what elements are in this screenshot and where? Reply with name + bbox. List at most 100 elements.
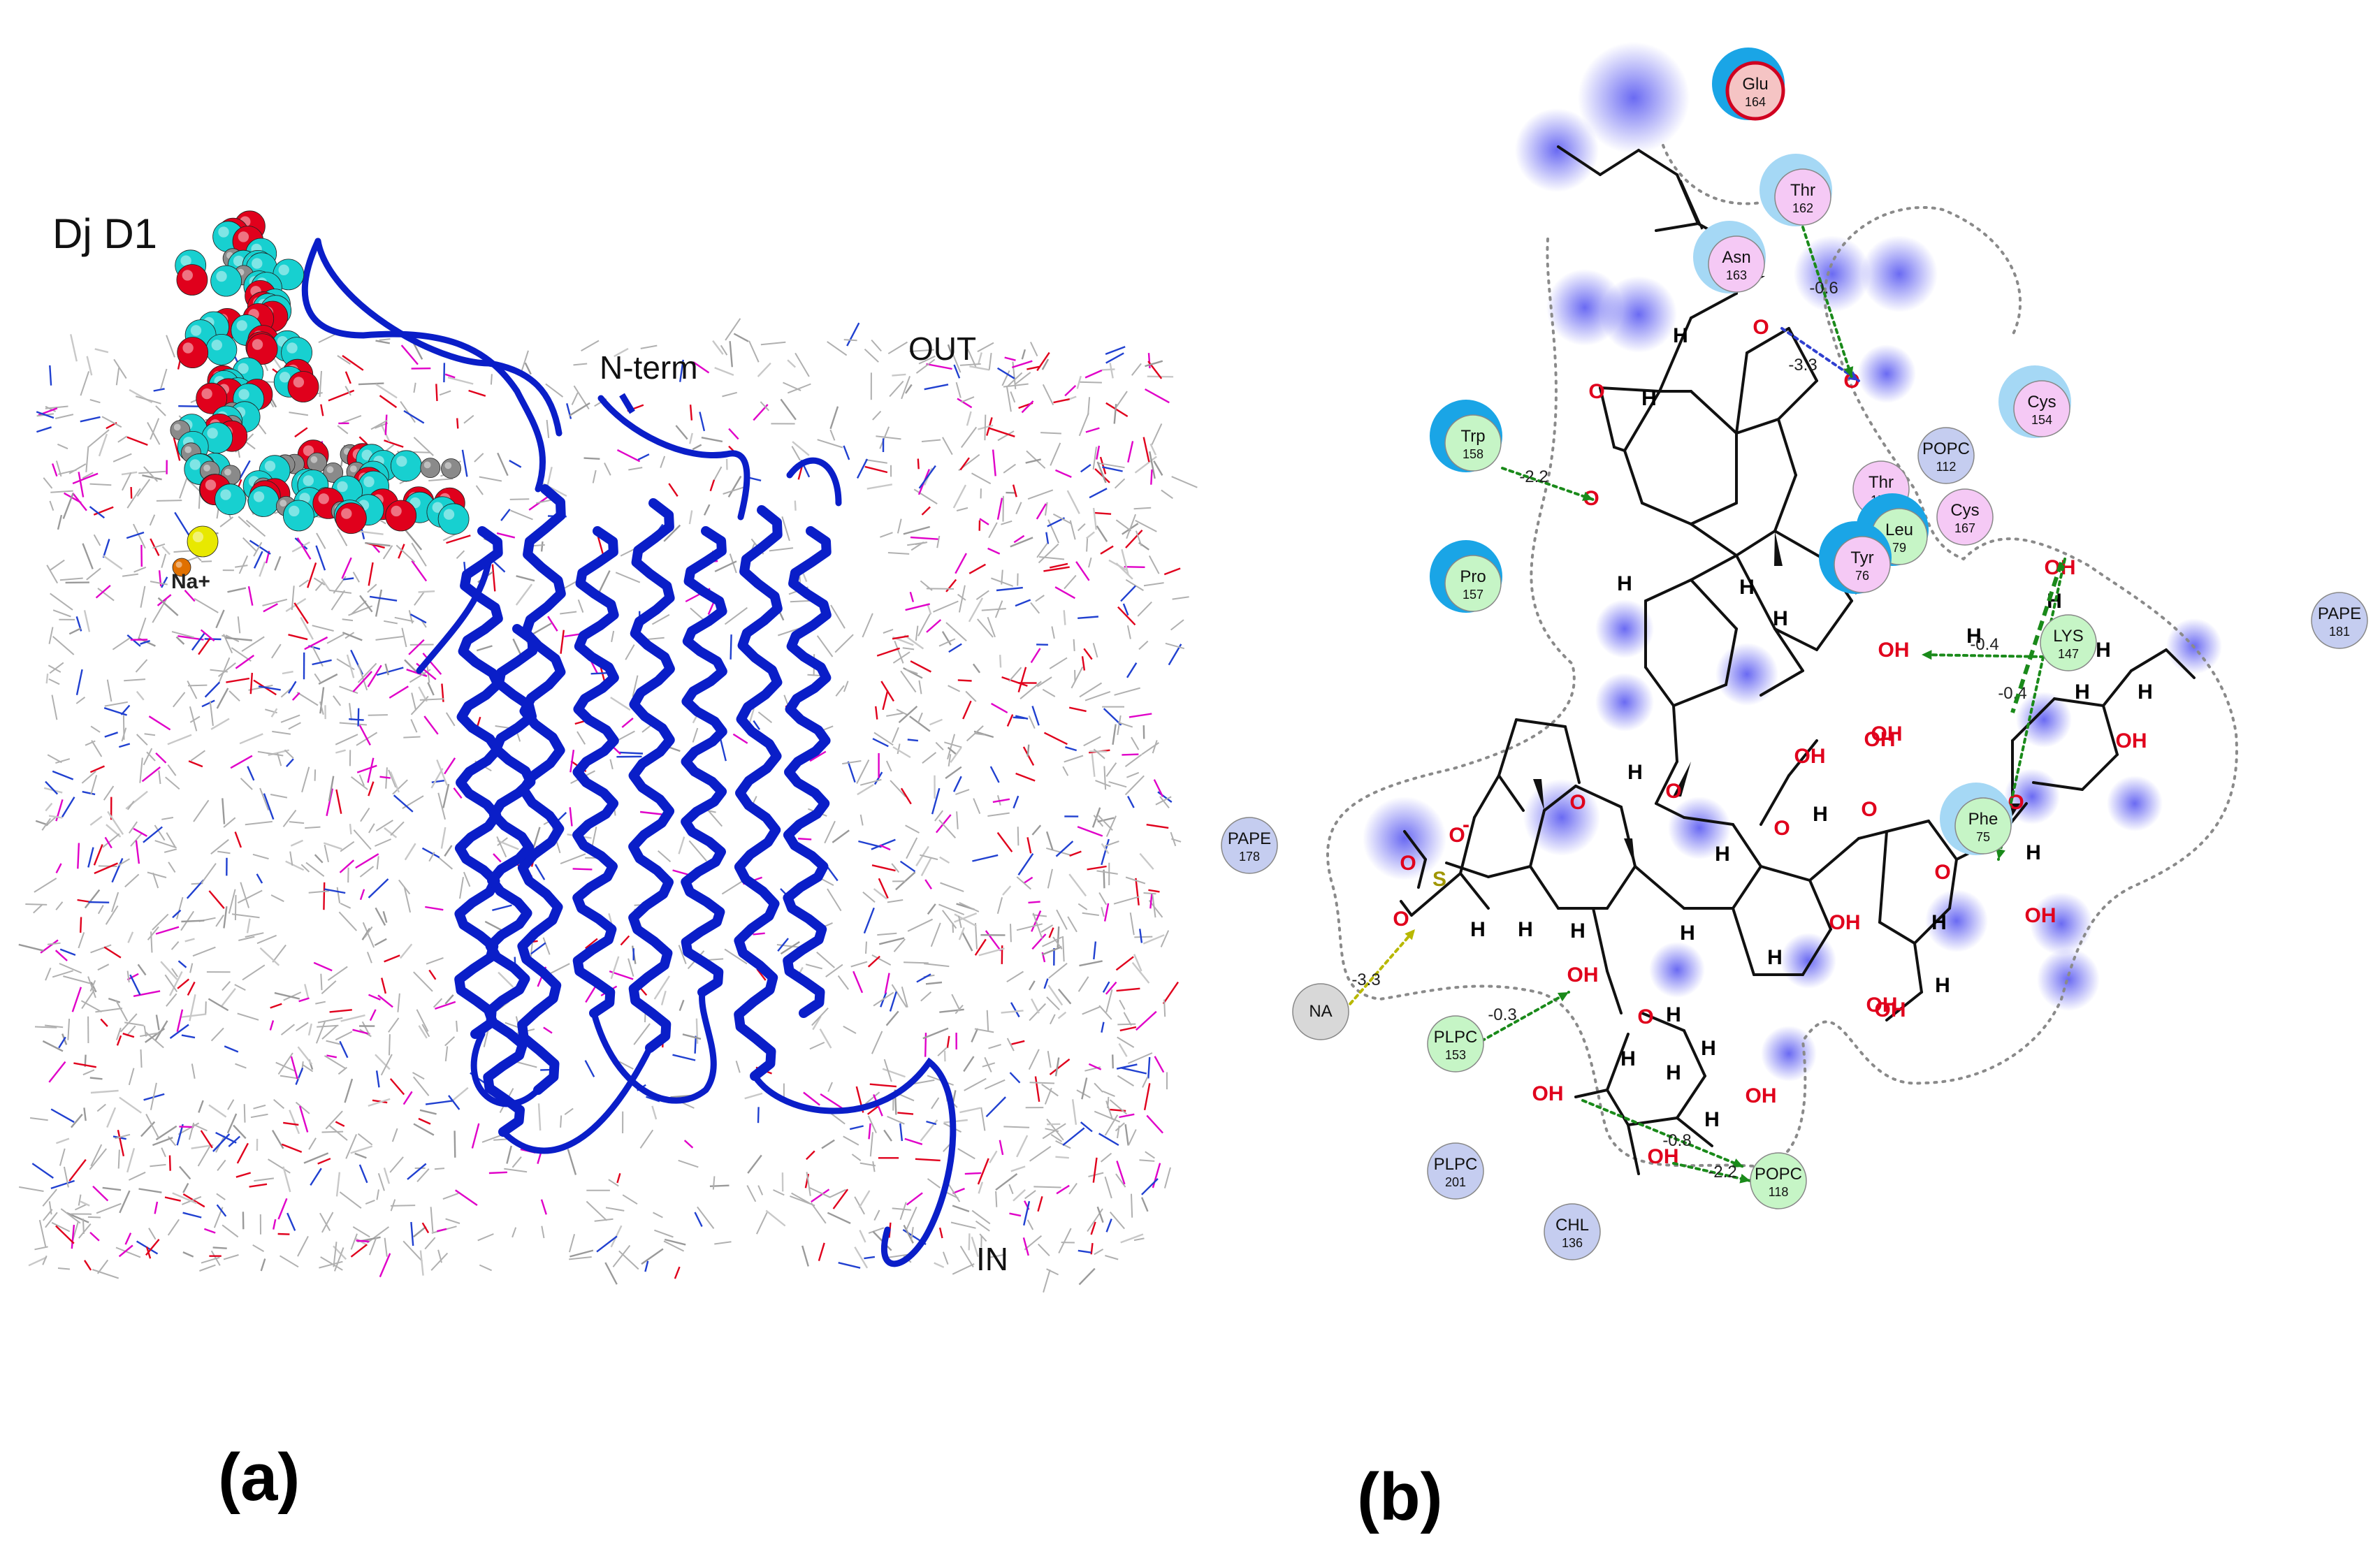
- lipid-stick: [58, 1268, 70, 1270]
- structure-bond: [1499, 720, 1516, 776]
- lipid-stick: [992, 704, 1008, 713]
- lipid-stick: [356, 1241, 370, 1242]
- lipid-stick: [832, 830, 849, 843]
- atom-sphere-highlight: [216, 271, 226, 282]
- lipid-stick: [217, 1160, 226, 1170]
- lipid-stick: [1126, 580, 1143, 590]
- lipid-stick: [419, 591, 435, 592]
- lipid-stick: [119, 1191, 129, 1213]
- interaction-arrowhead: [1558, 992, 1569, 1001]
- lipid-stick: [190, 964, 192, 973]
- lipid-stick: [414, 1077, 429, 1096]
- lipid-stick: [1007, 972, 1024, 982]
- lipid-stick: [80, 417, 101, 421]
- lipid-stick: [574, 364, 588, 365]
- lipid-stick: [544, 1028, 552, 1033]
- lipid-stick: [103, 539, 110, 558]
- lipid-stick: [434, 998, 442, 1008]
- lipid-stick: [927, 620, 941, 632]
- lipid-stick: [586, 1061, 595, 1077]
- atom-sphere-body: [442, 459, 461, 479]
- residue-number: 153: [1445, 1048, 1466, 1062]
- lipid-stick: [291, 841, 303, 846]
- lipid-stick: [107, 1107, 115, 1127]
- lipid-stick: [205, 1001, 206, 1013]
- lipid-stick: [795, 501, 796, 511]
- lipid-stick: [714, 1242, 731, 1244]
- lipid-stick: [1064, 756, 1083, 762]
- lipid-stick: [231, 756, 252, 769]
- lipid-stick: [1003, 886, 1010, 895]
- lipid-stick: [1103, 1091, 1115, 1096]
- atom-sphere-highlight: [212, 340, 222, 350]
- lipid-stick: [917, 974, 931, 982]
- lipid-stick: [79, 472, 84, 497]
- lipid-stick: [957, 508, 968, 511]
- lipid-stick: [455, 1130, 456, 1157]
- lipid-stick: [906, 825, 920, 833]
- lipid-stick: [989, 1151, 996, 1163]
- lipid-stick: [1043, 384, 1054, 405]
- lipid-stick: [90, 484, 112, 486]
- lipid-stick: [335, 1032, 352, 1040]
- lipid-stick: [781, 399, 796, 419]
- lipid-stick: [51, 1110, 74, 1123]
- out-side-label: OUT: [908, 330, 976, 367]
- lipid-stick: [1119, 1044, 1127, 1057]
- lipid-stick: [226, 678, 249, 683]
- lipid-stick: [424, 716, 437, 734]
- lipid-stick: [368, 665, 382, 687]
- lipid-stick: [991, 766, 999, 783]
- atom-sphere-highlight: [237, 320, 247, 330]
- lipid-stick: [1089, 558, 1091, 567]
- structure-bond: [1733, 824, 1761, 866]
- lipid-stick: [82, 771, 96, 783]
- lipid-stick: [289, 634, 308, 639]
- lipid-stick: [1117, 391, 1127, 407]
- interaction-contact: -0.3: [1481, 992, 1569, 1041]
- lipid-stick: [340, 860, 354, 873]
- lipid-stick: [988, 548, 1000, 554]
- lipid-stick: [183, 1184, 188, 1193]
- lipid-stick: [69, 628, 80, 634]
- lipid-stick: [417, 1010, 428, 1032]
- lipid-stick: [53, 610, 71, 616]
- oxygen-atom-label: O: [1637, 1005, 1653, 1028]
- lipid-stick: [1139, 641, 1148, 650]
- lipid-stick: [224, 906, 226, 928]
- lipid-stick: [49, 679, 59, 684]
- lipid-stick: [617, 1173, 620, 1183]
- lipid-stick: [61, 1209, 80, 1223]
- lipid-stick: [998, 498, 1002, 520]
- lipid-stick: [1140, 1160, 1155, 1161]
- lipid-stick: [201, 561, 212, 562]
- lipid-stick: [972, 1211, 990, 1224]
- lipid-stick: [1173, 597, 1189, 599]
- lipid-stick: [238, 616, 240, 633]
- structure-bond: [1628, 1125, 1639, 1174]
- lipid-stick: [177, 897, 183, 919]
- lipid-stick: [886, 713, 903, 716]
- lipid-stick: [181, 921, 204, 922]
- lipid-stick: [1144, 437, 1149, 463]
- lipid-stick: [377, 1070, 379, 1087]
- lipid-stick: [1172, 477, 1198, 488]
- lipid-stick: [40, 1220, 45, 1246]
- lipid-stick: [1069, 708, 1086, 711]
- lipid-stick: [432, 780, 444, 783]
- lipid-stick: [78, 932, 84, 948]
- solvent-halo: [1649, 942, 1705, 998]
- lipid-stick: [1151, 470, 1152, 485]
- lipid-stick: [1088, 397, 1089, 415]
- structure-bond: [1691, 524, 1736, 555]
- lipid-stick: [943, 1252, 948, 1265]
- lipid-stick: [1016, 773, 1036, 781]
- lipid-stick: [866, 460, 887, 463]
- solvent-halo: [1861, 235, 1938, 312]
- lipid-stick: [911, 1227, 913, 1241]
- lipid-stick: [1096, 780, 1111, 787]
- lipid-stick: [151, 931, 152, 952]
- lipid-stick: [342, 356, 363, 370]
- lipid-stick: [1077, 827, 1103, 836]
